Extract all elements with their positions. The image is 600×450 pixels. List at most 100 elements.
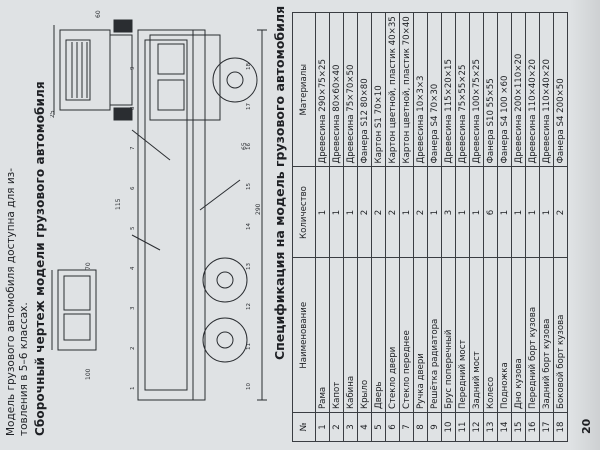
cell-name: Колесо [483, 258, 498, 413]
part-number-callout: 5 [130, 226, 136, 230]
cell-material: Фанера S4 100 ×60 [497, 12, 512, 167]
intro-text-line-1: Модель грузового автомобиля доступна для… [5, 167, 17, 436]
cell-material: Древесина 115×20×15 [441, 12, 456, 167]
side-view [131, 29, 267, 401]
cell-qty: 1 [497, 167, 512, 258]
part-number-callout: 3 [130, 306, 136, 310]
cell-material: Древесина 80×60×40 [329, 12, 344, 167]
cell-qty: 2 [385, 167, 400, 258]
cell-material: Фанера S10 55×55 [483, 12, 498, 167]
cell-material: Фанера S12 80×80 [357, 12, 372, 167]
cell-material: Древесина 200×110×20 [511, 12, 526, 167]
cell-name: Задний мост [469, 258, 484, 413]
part-number-callout: 4 [130, 266, 136, 270]
cell-num: 2 [329, 412, 344, 442]
part-number-callout: 12 [246, 303, 252, 310]
cell-qty: 2 [553, 167, 568, 258]
dimension-label: 60 [95, 10, 102, 18]
dimension-label: 70 [85, 262, 92, 270]
cell-num: 8 [413, 412, 428, 442]
cell-name: Кабина [343, 258, 358, 413]
cell-name: Передний борт кузова [525, 258, 540, 413]
dimension-label: 100 [85, 368, 92, 380]
cell-material: Древесина 100×75×25 [469, 12, 484, 167]
cell-qty: 6 [483, 167, 498, 258]
cell-name: Решётка радиатора [427, 258, 442, 413]
drawing-title: Сборочный чертеж модели грузового автомо… [33, 81, 47, 436]
dimension-label: 290 [255, 203, 262, 215]
part-number-callout: 6 [130, 186, 136, 190]
cell-material: Картон цветной, пластик 40×35 [385, 12, 400, 167]
cell-name: Стекло двери [385, 258, 400, 413]
cell-name: Боковой борт кузова [553, 258, 568, 413]
cell-num: 10 [441, 412, 456, 442]
cell-num: 3 [343, 412, 358, 442]
cell-num: 11 [455, 412, 470, 442]
part-number-callout: 15 [246, 183, 252, 190]
cell-material: Древесина 75×70×50 [343, 12, 358, 167]
cell-name: Стекло переднее [399, 258, 414, 413]
cell-qty: 1 [399, 167, 414, 258]
cell-qty: 1 [343, 167, 358, 258]
part-number-callout: 8 [130, 106, 136, 110]
cell-num: 12 [469, 412, 484, 442]
part-number-callout: 2 [130, 347, 136, 351]
cell-num: 16 [525, 412, 540, 442]
cell-name: Задний борт кузова [539, 258, 554, 413]
table-header-row: № Наименование Количество Материалы [292, 12, 316, 442]
front-view [53, 19, 133, 121]
cell-material: Фанера S4 200×50 [553, 12, 568, 167]
cell-name: Крыло [357, 258, 372, 413]
cell-num: 5 [371, 412, 386, 442]
cell-num: 9 [427, 412, 442, 442]
cell-qty: 1 [525, 167, 540, 258]
cell-name: Рама [315, 258, 330, 413]
cell-qty: 2 [371, 167, 386, 258]
header-material: Материалы [292, 12, 316, 167]
page-number: 20 [580, 418, 593, 434]
cell-name: Капот [329, 258, 344, 413]
cell-num: 18 [553, 412, 568, 442]
header-num: № [292, 412, 316, 442]
part-number-callout: 10 [246, 383, 252, 390]
cell-num: 7 [399, 412, 414, 442]
cell-qty: 1 [539, 167, 554, 258]
top-view [51, 269, 97, 351]
cell-material: Древесина 110×40×20 [525, 12, 540, 167]
part-number-callout: 7 [130, 146, 136, 150]
spec-title: Спецификация на модель грузового автомоб… [272, 5, 287, 360]
intro-text-line-2: товления в 5–6 классах. [18, 302, 30, 436]
cell-material: Древесина 290×75×25 [315, 12, 330, 167]
cell-material: Древесина 110×40×20 [539, 12, 554, 167]
cell-name: Передний мост [455, 258, 470, 413]
cell-qty: 2 [413, 167, 428, 258]
dimension-label: 115 [115, 198, 122, 210]
part-number-callout: 18 [246, 63, 252, 70]
cell-name: Дно кузова [511, 258, 526, 413]
cell-qty: 1 [329, 167, 344, 258]
dimension-label: 65 [241, 142, 248, 150]
part-number-callout: 17 [246, 103, 252, 110]
header-name: Наименование [292, 258, 316, 413]
part-number-callout: 9 [130, 66, 136, 70]
cell-qty: 1 [427, 167, 442, 258]
part-number-callout: 14 [246, 223, 252, 230]
